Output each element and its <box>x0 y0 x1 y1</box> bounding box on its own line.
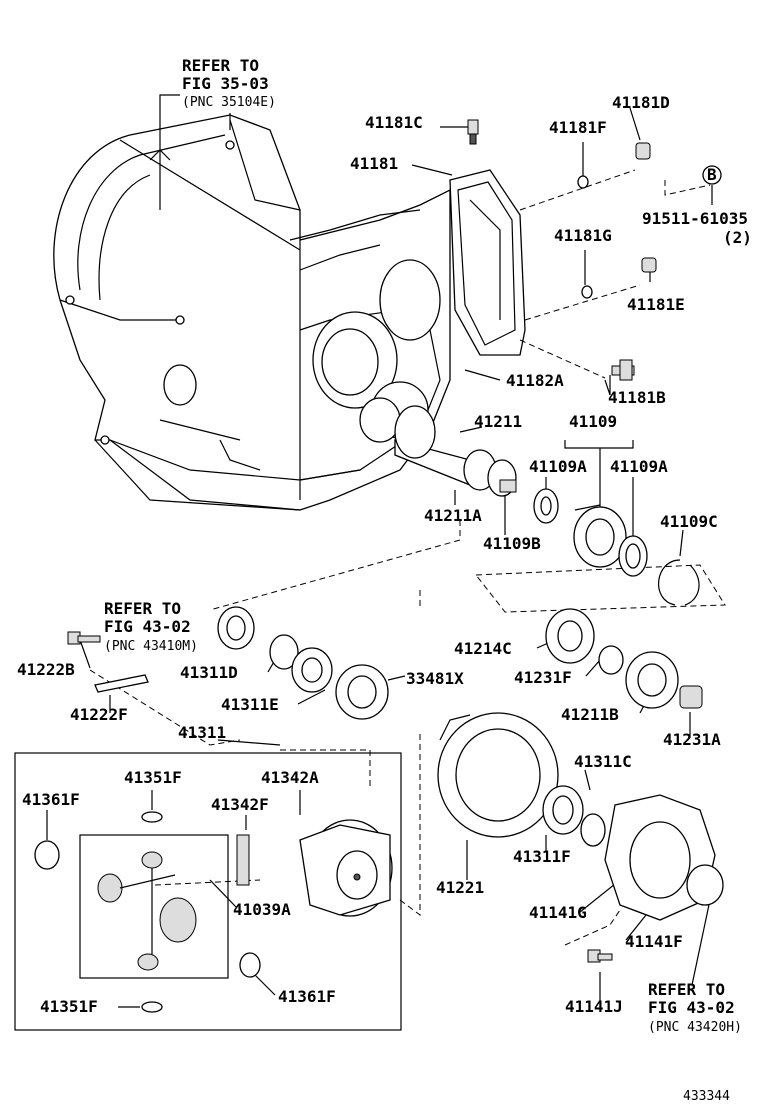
label-41211B: 41211B <box>561 705 619 724</box>
label-41181E: 41181E <box>627 295 685 314</box>
differential-group <box>14 752 402 1031</box>
label-41109A-1: 41109A <box>529 457 587 476</box>
label-41181: 41181 <box>350 154 398 173</box>
label-41141F: 41141F <box>625 932 683 951</box>
label-41181B: 41181B <box>608 388 666 407</box>
ref-35-line2: FIG 35-03 <box>182 74 269 93</box>
label-33481X: 33481X <box>406 669 464 688</box>
ref-43b-line2: FIG 43-02 <box>648 998 735 1017</box>
label-41039A: 41039A <box>233 900 291 919</box>
label-41231A: 41231A <box>663 730 721 749</box>
leader-lines <box>89 169 726 946</box>
ref-35-line1: REFER TO <box>182 56 259 75</box>
label-41311D: 41311D <box>180 663 238 682</box>
figure-number: 433344 <box>683 1089 730 1104</box>
label-41181D: 41181D <box>612 93 670 112</box>
small-parts <box>67 119 724 963</box>
ref-35-line3: (PNC 35104E) <box>182 95 276 110</box>
label-91511-qty: (2) <box>723 228 752 247</box>
label-41222F: 41222F <box>70 705 128 724</box>
ref-43a-line2: FIG 43-02 <box>104 617 191 636</box>
label-41222B: 41222B <box>17 660 75 679</box>
ref-43a-line1: REFER TO <box>104 599 181 618</box>
label-B: B <box>707 165 717 184</box>
label-41361F-left: 41361F <box>22 790 80 809</box>
label-41342F: 41342F <box>211 795 269 814</box>
label-41181F: 41181F <box>549 118 607 137</box>
label-41109B: 41109B <box>483 534 541 553</box>
label-41141J: 41141J <box>565 997 623 1016</box>
reference-note-35: REFER TO FIG 35-03 (PNC 35104E) <box>182 56 276 110</box>
label-41311C: 41311C <box>574 752 632 771</box>
label-41109: 41109 <box>569 412 617 431</box>
label-41351F-bottom: 41351F <box>40 997 98 1016</box>
label-41221: 41221 <box>436 878 484 897</box>
label-41231F: 41231F <box>514 668 572 687</box>
label-41351F-top: 41351F <box>124 768 182 787</box>
label-41342A: 41342A <box>261 768 319 787</box>
label-41109A-2: 41109A <box>610 457 668 476</box>
label-41311E: 41311E <box>221 695 279 714</box>
side-cover-41181-illustration <box>449 169 526 356</box>
ref-43a-line3: (PNC 43410M) <box>104 639 198 654</box>
label-41181G: 41181G <box>554 226 612 245</box>
label-41109C: 41109C <box>660 512 718 531</box>
label-41141G: 41141G <box>529 903 587 922</box>
reference-note-43b: REFER TO FIG 43-02 (PNC 43420H) <box>648 980 742 1035</box>
label-41311: 41311 <box>178 723 226 742</box>
transaxle-case-illustration <box>53 114 451 511</box>
ref-43b-line3: (PNC 43420H) <box>648 1020 742 1035</box>
label-91511-61035: 91511-61035 <box>642 209 748 228</box>
label-41182A: 41182A <box>506 371 564 390</box>
reference-note-43a: REFER TO FIG 43-02 (PNC 43410M) <box>104 599 198 654</box>
label-41211: 41211 <box>474 412 522 431</box>
label-41211A: 41211A <box>424 506 482 525</box>
part-labels: 41181C 41181D 41181F 41181 B 91511-61035… <box>17 93 752 1104</box>
ref-43b-line1: REFER TO <box>648 980 725 999</box>
label-41361F-bottom: 41361F <box>278 987 336 1006</box>
label-41214C: 41214C <box>454 639 512 658</box>
label-41181C: 41181C <box>365 113 423 132</box>
label-41311F: 41311F <box>513 847 571 866</box>
